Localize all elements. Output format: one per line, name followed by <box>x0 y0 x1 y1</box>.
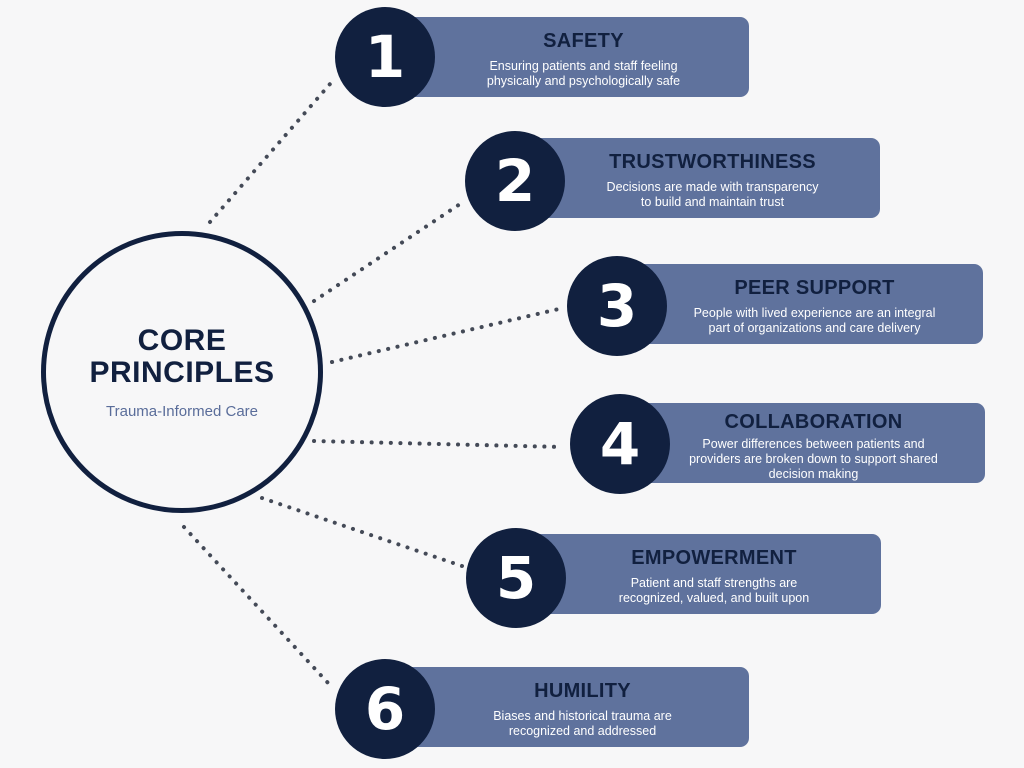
principle-title-3: PEER SUPPORT <box>734 277 895 299</box>
principle-number-6: 6 <box>335 659 435 759</box>
connector-2 <box>312 202 462 303</box>
principle-desc-2: Decisions are made with transparency to … <box>515 180 880 210</box>
principle-title-6: HUMILITY <box>534 680 631 702</box>
principle-desc-5-line2: recognized, valued, and built upon <box>618 591 810 605</box>
principle-desc-2-line1: Decisions are made with transparency <box>606 180 819 194</box>
principle-title-2: TRUSTWORTHINESS <box>609 151 816 173</box>
principle-desc-4-line3: decision making <box>768 467 859 481</box>
connector-5 <box>260 496 464 568</box>
principle-number-5: 5 <box>466 528 566 628</box>
core-principles-circle: CORE PRINCIPLES Trauma-Informed Care <box>41 231 323 513</box>
principle-title-4: COLLABORATION <box>724 411 903 433</box>
principle-desc-6-line1: Biases and historical trauma are <box>493 709 672 723</box>
principle-desc-5: Patient and staff strengths are recogniz… <box>517 576 881 606</box>
principle-card-6: HUMILITY Biases and historical trauma ar… <box>386 667 749 747</box>
connector-4 <box>312 439 565 449</box>
principle-desc-2-line2: to build and maintain trust <box>640 195 785 209</box>
principle-card-2: TRUSTWORTHINESS Decisions are made with … <box>515 138 880 218</box>
principle-desc-4-line1: Power differences between patients and <box>702 437 925 451</box>
principle-desc-4-line2: providers are broken down to support sha… <box>689 452 938 466</box>
principle-desc-1-line2: physically and psychologically safe <box>486 74 681 88</box>
center-subtitle: Trauma-Informed Care <box>106 402 258 420</box>
principle-card-5: EMPOWERMENT Patient and staff strengths … <box>517 534 881 614</box>
principle-desc-1-line1: Ensuring patients and staff feeling <box>489 59 678 73</box>
principle-desc-4: Power differences between patients and p… <box>620 437 985 482</box>
principle-desc-1: Ensuring patients and staff feeling phys… <box>388 59 749 89</box>
center-title-line1: CORE <box>137 323 227 357</box>
principle-number-1: 1 <box>335 7 435 107</box>
principle-card-3: PEER SUPPORT People with lived experienc… <box>618 264 983 344</box>
connector-6 <box>182 525 331 686</box>
connector-3 <box>330 306 565 364</box>
principle-desc-5-line1: Patient and staff strengths are <box>630 576 798 590</box>
connector-1 <box>208 82 332 224</box>
principle-number-4: 4 <box>570 394 670 494</box>
principle-desc-6-line2: recognized and addressed <box>508 724 657 738</box>
principle-card-4: COLLABORATION Power differences between … <box>620 403 985 483</box>
principle-card-1: SAFETY Ensuring patients and staff feeli… <box>388 17 749 97</box>
principle-desc-3: People with lived experience are an inte… <box>618 306 983 336</box>
principle-desc-6: Biases and historical trauma are recogni… <box>386 709 749 739</box>
center-title-line2: PRINCIPLES <box>89 355 275 389</box>
principle-desc-3-line1: People with lived experience are an inte… <box>693 306 936 320</box>
principle-title-5: EMPOWERMENT <box>631 547 797 569</box>
center-title: CORE PRINCIPLES <box>89 323 275 389</box>
principle-desc-3-line2: part of organizations and care delivery <box>708 321 921 335</box>
principle-number-2: 2 <box>465 131 565 231</box>
principle-number-3: 3 <box>567 256 667 356</box>
principle-title-1: SAFETY <box>543 30 624 52</box>
